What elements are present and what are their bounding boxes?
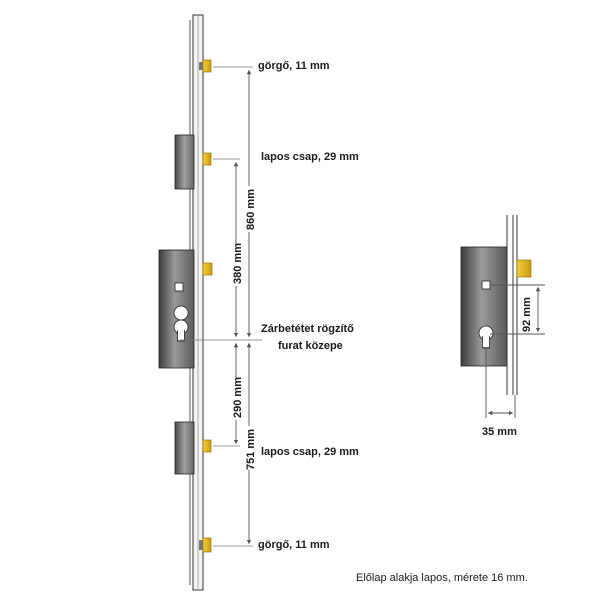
label-top-roller: görgő, 11 mm bbox=[258, 60, 330, 72]
dim-92-text: 92 mm bbox=[521, 297, 533, 332]
dim-751-text: 751 mm bbox=[245, 429, 257, 470]
label-backset: 35 mm bbox=[482, 426, 517, 438]
dimension-lines bbox=[233, 69, 252, 545]
dim-290-text: 290 mm bbox=[232, 377, 244, 418]
label-faceplate-note: Előlap alakja lapos, mérete 16 mm. bbox=[356, 572, 528, 584]
label-upper-flat-pin: lapos csap, 29 mm bbox=[261, 151, 359, 163]
dim-860-text: 860 mm bbox=[245, 189, 257, 230]
side-dimension-lines bbox=[485, 284, 545, 418]
side-square-hole bbox=[481, 280, 491, 290]
label-lower-flat-pin: lapos csap, 29 mm bbox=[261, 446, 359, 458]
label-bottom-roller: görgő, 11 mm bbox=[258, 539, 330, 551]
bottom-roller bbox=[199, 537, 212, 553]
handle-square-hole bbox=[174, 282, 184, 292]
dimension-751: 751 mm bbox=[243, 426, 257, 470]
upper-lock-case bbox=[174, 134, 195, 190]
lower-lock-case bbox=[174, 421, 195, 475]
leader-lines bbox=[180, 66, 262, 547]
upper-flat-pin bbox=[202, 152, 212, 166]
side-latch bbox=[516, 259, 532, 278]
dim-380-text: 380 mm bbox=[232, 243, 244, 284]
dimension-860: 860 mm bbox=[243, 186, 257, 232]
lower-flat-pin bbox=[202, 439, 212, 453]
main-latch bbox=[202, 262, 213, 276]
label-cylinder-center-1: Zárbetétet rögzítő bbox=[261, 323, 354, 335]
front-view: 860 mm 380 mm 290 mm 751 mm bbox=[158, 14, 262, 591]
dimension-380: 380 mm bbox=[230, 243, 244, 286]
dimension-290: 290 mm bbox=[230, 377, 244, 420]
dimension-92: 92 mm bbox=[521, 297, 533, 332]
top-roller bbox=[199, 59, 212, 73]
label-cylinder-center-2: furat közepe bbox=[278, 340, 343, 352]
side-view: 92 mm bbox=[460, 215, 545, 418]
